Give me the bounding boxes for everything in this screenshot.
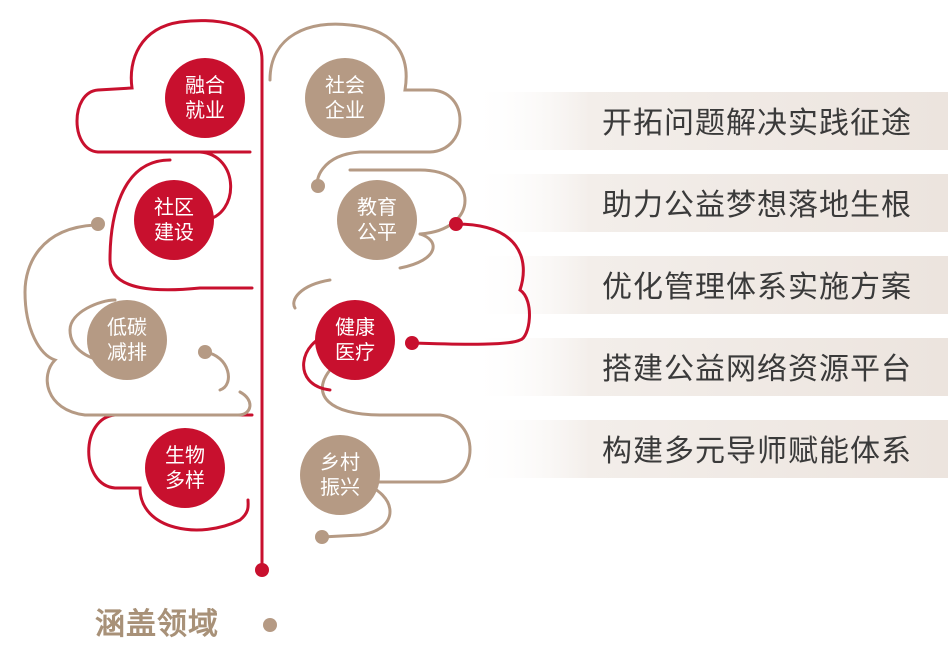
band-label-1: 开拓问题解决实践征途 xyxy=(602,106,912,141)
endpoint-dot xyxy=(315,530,329,544)
field-label-line1: 社会 xyxy=(325,73,365,97)
field-label-line1: 融合 xyxy=(185,73,225,97)
field-circle xyxy=(315,300,395,380)
field-circle xyxy=(134,180,214,260)
left-top-loop xyxy=(75,19,264,572)
right-top-loop xyxy=(268,22,462,188)
right-red-loop xyxy=(410,222,531,346)
field-circle xyxy=(145,428,225,508)
left-fields: 融合 就业 社区 建设 低碳 减排 生物 多样 xyxy=(87,58,245,508)
band-label-4: 搭建公益网络资源平台 xyxy=(602,352,912,387)
field-label-line1: 健康 xyxy=(335,315,375,339)
field-label-line2: 减排 xyxy=(107,340,147,364)
band-group xyxy=(470,92,948,478)
field-label-line2: 建设 xyxy=(154,220,194,244)
band-1 xyxy=(470,92,948,150)
field-label-line1: 教育 xyxy=(357,195,397,219)
band-labels: 开拓问题解决实践征途 助力公益梦想落地生根 优化管理体系实施方案 搭建公益网络资… xyxy=(602,106,912,469)
endpoint-dot xyxy=(255,563,269,577)
band-label-5: 构建多元导师赋能体系 xyxy=(602,434,912,469)
field-node-ditan: 低碳 减排 xyxy=(87,300,167,380)
left-low-loop xyxy=(87,413,254,532)
right-low-loop xyxy=(320,368,472,539)
left-mid-loop xyxy=(108,150,254,292)
field-label-line2: 振兴 xyxy=(320,475,360,499)
endpoint-dot xyxy=(311,179,325,193)
field-label-line2: 公平 xyxy=(357,220,397,244)
band-label-3: 优化管理体系实施方案 xyxy=(602,270,912,305)
field-circle xyxy=(87,300,167,380)
endpoint-dot xyxy=(449,217,463,231)
field-circle xyxy=(337,180,417,260)
field-label-line2: 企业 xyxy=(325,98,365,122)
right-mid-loop xyxy=(292,168,467,310)
field-node-jiankang: 健康 医疗 xyxy=(315,300,395,380)
field-node-ronghe: 融合 就业 xyxy=(165,58,245,138)
cover-label: 涵盖领域 xyxy=(95,607,219,642)
field-node-xiangcun: 乡村 振兴 xyxy=(300,435,380,515)
band-2 xyxy=(470,174,948,232)
right-tan-lines xyxy=(268,22,472,539)
left-tan-outer xyxy=(23,223,252,417)
field-label-line1: 乡村 xyxy=(320,450,360,474)
field-circle xyxy=(305,58,385,138)
field-label-line1: 社区 xyxy=(154,195,194,219)
field-node-shehui: 社会 企业 xyxy=(305,58,385,138)
field-label-line1: 低碳 xyxy=(107,315,147,339)
field-node-shequ: 社区 建设 xyxy=(134,180,214,260)
field-node-shengwu: 生物 多样 xyxy=(145,428,225,508)
endpoint-dot xyxy=(91,217,105,231)
field-node-jiaoyu: 教育 公平 xyxy=(337,180,417,260)
endpoint-dot xyxy=(198,345,212,359)
field-label-line2: 医疗 xyxy=(335,340,375,364)
field-label-line2: 就业 xyxy=(185,98,225,122)
band-5 xyxy=(470,420,948,478)
field-label-line1: 生物 xyxy=(165,443,205,467)
left-red-lines xyxy=(75,19,264,572)
endpoint-dot xyxy=(405,336,419,350)
band-3 xyxy=(470,256,948,314)
field-label-line2: 多样 xyxy=(165,468,205,492)
band-4 xyxy=(470,338,948,396)
right-fields: 社会 企业 教育 公平 健康 医疗 乡村 振兴 xyxy=(300,58,417,515)
band-label-2: 助力公益梦想落地生根 xyxy=(602,188,912,223)
endpoint-dots xyxy=(91,179,463,632)
field-circle xyxy=(300,435,380,515)
endpoint-dot xyxy=(263,618,277,632)
field-circle xyxy=(165,58,245,138)
